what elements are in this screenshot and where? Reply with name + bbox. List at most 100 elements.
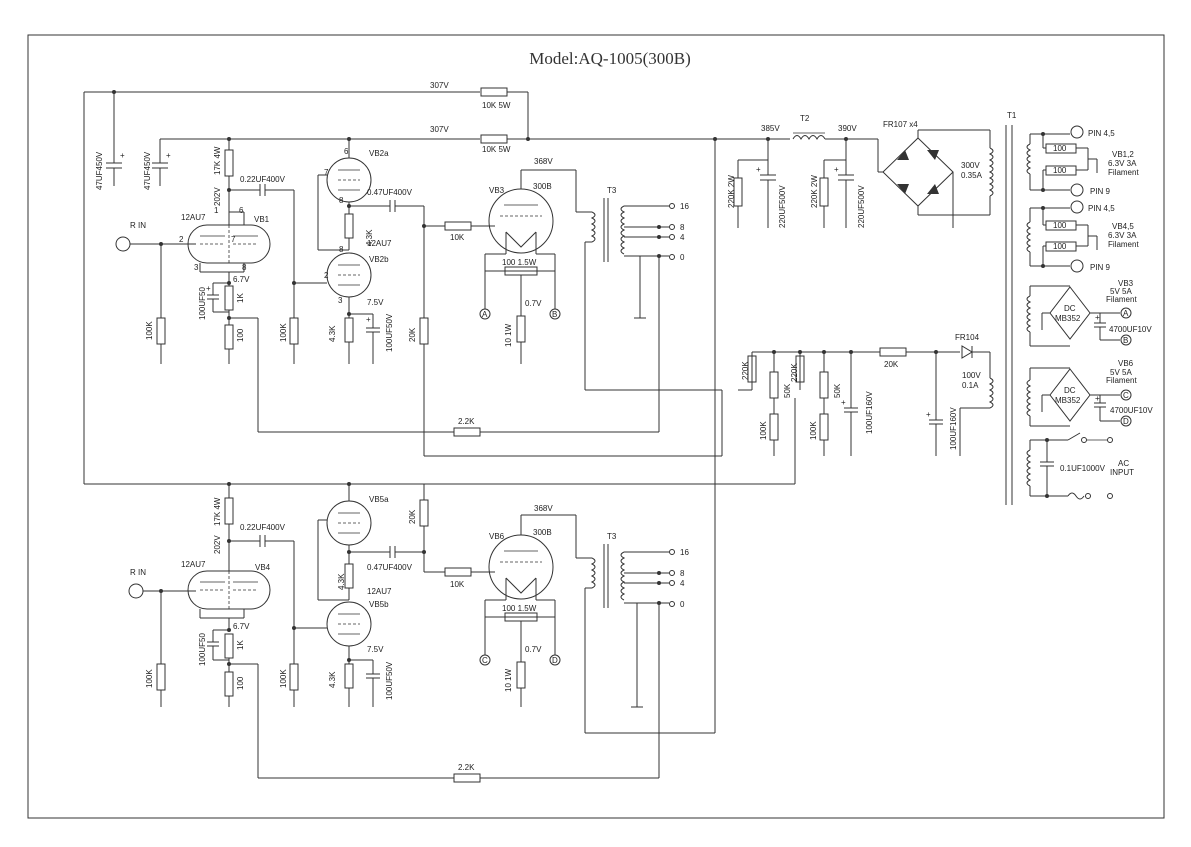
- bias-pot2-label: 50K: [833, 383, 842, 398]
- vb3-type-label: 300B: [533, 182, 552, 191]
- t1-fil3-label: Filament: [1106, 295, 1137, 304]
- svg-text:+: +: [756, 165, 761, 174]
- t1-fil1-spec: 6.3V 3A: [1108, 159, 1137, 168]
- top-power-grid: 10K 20K: [408, 206, 723, 457]
- hv-current-label: 0.35A: [961, 171, 983, 180]
- bottom-nfb: 2.2K: [258, 763, 659, 783]
- t1-pin-b: PIN 9: [1090, 187, 1111, 196]
- hv-out-label: 300V: [961, 161, 980, 170]
- cap-f2-label: 220UF500V: [857, 185, 866, 228]
- bottom-output-transformer: T3 16 8 4 0: [584, 532, 715, 778]
- bleed2-label: 220K 2W: [810, 175, 819, 208]
- bias-cap1-label: 100UF160V: [949, 407, 958, 450]
- bottom-tap-8: 8: [680, 569, 685, 578]
- hv-bridge: FR107 x4 300V 0.35A: [877, 120, 994, 228]
- top-stage1-plate: 17K 4W 202V 0.22UF400V 100K: [213, 139, 299, 364]
- top-tap-0: 0: [680, 253, 685, 262]
- bias-r2-label: 220K: [790, 363, 799, 382]
- t1-res-2: 100: [1053, 166, 1067, 175]
- svg-text:+: +: [1095, 313, 1100, 322]
- top-stage2-cathode: 7.5V 4.3K + 100UF50V: [328, 298, 394, 364]
- t1-fil3-name: VB3: [1118, 279, 1134, 288]
- svg-text:+: +: [1095, 394, 1100, 403]
- top-nfb-label: 2.2K: [458, 417, 475, 426]
- t1-pin-d: PIN 9: [1090, 263, 1111, 272]
- tube-vb2b: VB2b 8 2 3: [292, 245, 389, 314]
- supply-choke-section: 385V 390V T2 220K 2W + 220UF500V 220K 2W…: [714, 114, 878, 733]
- t1-res-1: 100: [1053, 144, 1067, 153]
- supply-v385-label: 385V: [761, 124, 780, 133]
- top-cathode-v-label: 6.7V: [233, 275, 250, 284]
- svg-text:+: +: [120, 151, 125, 160]
- top-term-b: B: [552, 310, 557, 319]
- top-bias-v-label: 0.7V: [525, 299, 542, 308]
- rail-307v-top: 307V 10K 5W: [83, 81, 529, 484]
- top-stage1-cathode: 6.7V + 100UF50 1K 100: [198, 263, 259, 432]
- bottom-v202-label: 202V: [213, 535, 222, 554]
- sheet-border: [27, 34, 1165, 819]
- top-cap-coupling-label: 0.22UF400V: [240, 175, 286, 184]
- cap-f1-label: 220UF500V: [778, 185, 787, 228]
- bias-supply: 20K FR104 100V 0.1A + 100UF160V + 100UF1…: [738, 333, 994, 484]
- bottom-cap-coupling2-label: 0.47UF400V: [367, 563, 413, 572]
- t1-fil1-label: Filament: [1108, 168, 1139, 177]
- svg-text:+: +: [166, 151, 171, 160]
- top-r-k2b-label: 4.3K: [328, 325, 337, 342]
- t1-primary: 0.1UF1000V AC INPUT: [1026, 432, 1134, 500]
- tube-vb5b: VB5b 7.5V 4.3K 100UF50V: [292, 600, 394, 707]
- svg-text:6: 6: [239, 206, 244, 215]
- bottom-r-k2b-label: 4.3K: [328, 671, 337, 688]
- top-cap-coupling2-label: 0.47UF400V: [367, 188, 413, 197]
- rail-307v-label-b: 307V: [430, 125, 449, 134]
- rail-307v-label-a: 307V: [430, 81, 449, 90]
- bottom-r-plate-label: 17K 4W: [213, 497, 222, 526]
- top-term-a: A: [482, 310, 488, 319]
- bottom-cath-r1-label: 1K: [236, 640, 245, 650]
- svg-text:1: 1: [214, 206, 219, 215]
- vb1-name-label: VB1: [254, 215, 270, 224]
- schematic-title: Model:AQ-1005(300B): [529, 49, 690, 68]
- supply-v390-label: 390V: [838, 124, 857, 133]
- cap-47uf-a-label: 47UF450V: [95, 151, 104, 190]
- t1-ac-cap: 0.1UF1000V: [1060, 464, 1106, 473]
- transformer-t1: T1 100 100 PIN 4,5 P: [1005, 111, 1153, 505]
- svg-text:+: +: [366, 315, 371, 324]
- cap-47uf-b-label: 47UF450V: [143, 151, 152, 190]
- top-r-grid-stop-label: 10K: [450, 233, 465, 242]
- vb5b-name-label: VB5b: [369, 600, 389, 609]
- bottom-bias-v-label: 0.7V: [525, 645, 542, 654]
- r-drop-1-label: 10K 5W: [482, 101, 511, 110]
- svg-text:8: 8: [339, 196, 344, 205]
- top-r-fb-label: 20K: [408, 327, 417, 342]
- vb3-name-label: VB3: [489, 186, 505, 195]
- top-v2b-cath-v-label: 7.5V: [367, 298, 384, 307]
- tube-vb1: 12AU7 VB1 2 3 1 6 7 8: [179, 206, 271, 272]
- vb5a-name-label: VB5a: [369, 495, 389, 504]
- bottom-stage2: 0.47UF400V 4.3K 12AU7: [317, 519, 424, 601]
- r-drop-2-label: 10K 5W: [482, 145, 511, 154]
- top-t3-label: T3: [607, 186, 617, 195]
- top-input-jack: [115, 236, 131, 252]
- top-cath-cap-label: 100UF50: [198, 287, 207, 320]
- top-output-transformer: T3 16 8 4 0: [584, 186, 722, 432]
- t1-fil1: 100 100 PIN 4,5 PIN 9 VB1,2 6.3V 3A Fila…: [1026, 125, 1139, 197]
- bias-rl2-label: 100K: [809, 421, 818, 440]
- top-tap-16: 16: [680, 202, 689, 211]
- bias-pot1-label: 50K: [783, 383, 792, 398]
- rail-bottom: [84, 482, 795, 500]
- bottom-stage1: 17K 4W 202V 0.22UF400V 100K 6.7V 100UF50…: [198, 484, 299, 778]
- r-drop-1: [480, 87, 508, 97]
- top-v2b-cap-label: 100UF50V: [385, 313, 394, 352]
- t1-fil4-spec: 5V 5A: [1110, 368, 1132, 377]
- bottom-r-grid-label: 100K: [145, 669, 154, 688]
- bottom-hum-pot-label: 100 1.5W: [502, 604, 537, 613]
- bottom-power-grid: 20K 10K: [408, 499, 495, 589]
- tube-vb3: VB3 300B 368V 100 1.5W 0.7V 10 1W A B: [479, 157, 592, 364]
- bottom-input-jack: [128, 583, 144, 599]
- top-r-grid-label: 100K: [145, 321, 154, 340]
- vb6-type-label: 300B: [533, 528, 552, 537]
- vb2a-name-label: VB2a: [369, 149, 389, 158]
- vb1-type-label: 12AU7: [181, 213, 206, 222]
- top-tap-8: 8: [680, 223, 685, 232]
